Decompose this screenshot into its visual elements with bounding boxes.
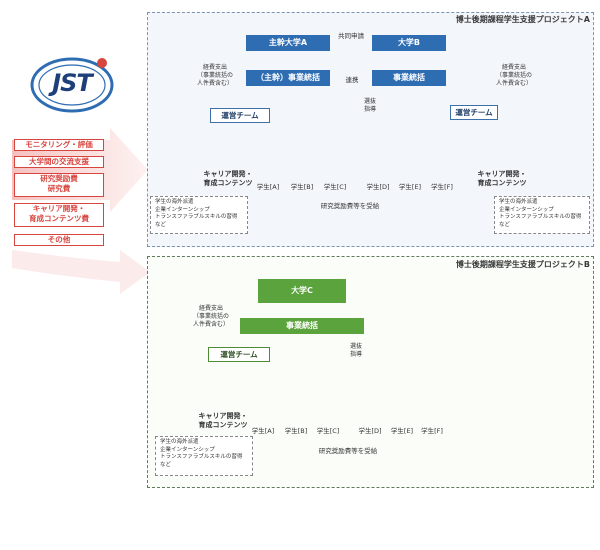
expense-right-label: 経費支出 （事業統括の 人件費含む） bbox=[495, 64, 532, 87]
student-d-label: 学生[D] bbox=[366, 183, 390, 191]
note-left-a: 学生の海外派遣 企業インターンシップ トランスファラブルスキルの習得 など bbox=[150, 196, 248, 234]
student-e-label: 学生[E] bbox=[398, 183, 422, 191]
selection-label-a: 選抜 指導 bbox=[363, 98, 376, 113]
note-b: 学生の海外派遣 企業インターンシップ トランスファラブルスキルの習得 など bbox=[155, 436, 253, 476]
dept-main-box: （主幹）事業統括 bbox=[246, 70, 330, 86]
expense-left-label: 経費支出 （事業統括の 人件費含む） bbox=[196, 64, 233, 87]
student-d-label-b: 学生[D] bbox=[358, 427, 382, 435]
student-c-label-b: 学生[C] bbox=[316, 427, 340, 435]
sidebar-item-career: キャリア開発・ 育成コンテンツ費 bbox=[14, 203, 104, 227]
career-label-b: キャリア開発・ 育成コンテンツ bbox=[198, 412, 248, 429]
sidebar-item-exchange: 大学間の交流支援 bbox=[14, 156, 104, 168]
sidebar-item-research-funds: 研究奨励費 研究費 bbox=[14, 173, 104, 197]
joint-application-label: 共同申請 bbox=[338, 32, 364, 40]
student-f-label-b: 学生[F] bbox=[421, 427, 443, 435]
team-box-b: 運営チーム bbox=[208, 347, 270, 362]
logo-text: JST bbox=[52, 69, 93, 97]
sidebar-item-other: その他 bbox=[14, 234, 104, 246]
student-b-label-b: 学生[B] bbox=[284, 427, 308, 435]
student-f-label: 学生[F] bbox=[431, 183, 453, 191]
university-b-box: 大学B bbox=[372, 35, 446, 51]
expense-label-b: 経費支出 （事業統括の 人件費含む） bbox=[192, 305, 229, 328]
student-b-label: 学生[B] bbox=[290, 183, 314, 191]
team-right-box: 運営チーム bbox=[450, 105, 498, 120]
career-right-label: キャリア開発・ 育成コンテンツ bbox=[477, 170, 527, 187]
jst-logo: JST bbox=[28, 52, 116, 114]
logo-emblem-icon bbox=[30, 57, 114, 113]
student-a-label: 学生[A] bbox=[256, 183, 280, 191]
grant-label-a: 研究奨励費等を受給 bbox=[320, 202, 380, 210]
student-a-label-b: 学生[A] bbox=[251, 427, 275, 435]
team-left-box: 運営チーム bbox=[210, 108, 270, 123]
dept-c-box: 事業統括 bbox=[240, 318, 364, 334]
note-right-a: 学生の海外派遣 企業インターンシップ トランスファラブルスキルの習得 など bbox=[494, 196, 590, 234]
university-c-box: 大学C bbox=[258, 279, 346, 303]
student-e-label-b: 学生[E] bbox=[390, 427, 414, 435]
grant-label-b: 研究奨励費等を受給 bbox=[318, 447, 378, 455]
project-b-title: 博士後期課程学生支援プロジェクトB bbox=[455, 260, 590, 269]
career-left-label: キャリア開発・ 育成コンテンツ bbox=[203, 170, 253, 187]
selection-label-b: 選抜 指導 bbox=[349, 343, 362, 358]
student-c-label: 学生[C] bbox=[323, 183, 347, 191]
university-a-box: 主幹大学A bbox=[246, 35, 330, 51]
dept-b-box: 事業統括 bbox=[372, 70, 446, 86]
project-a-title: 博士後期課程学生支援プロジェクトA bbox=[455, 15, 590, 24]
sidebar-item-monitoring: モニタリング・評価 bbox=[14, 139, 104, 151]
coop-label: 連携 bbox=[345, 76, 359, 84]
